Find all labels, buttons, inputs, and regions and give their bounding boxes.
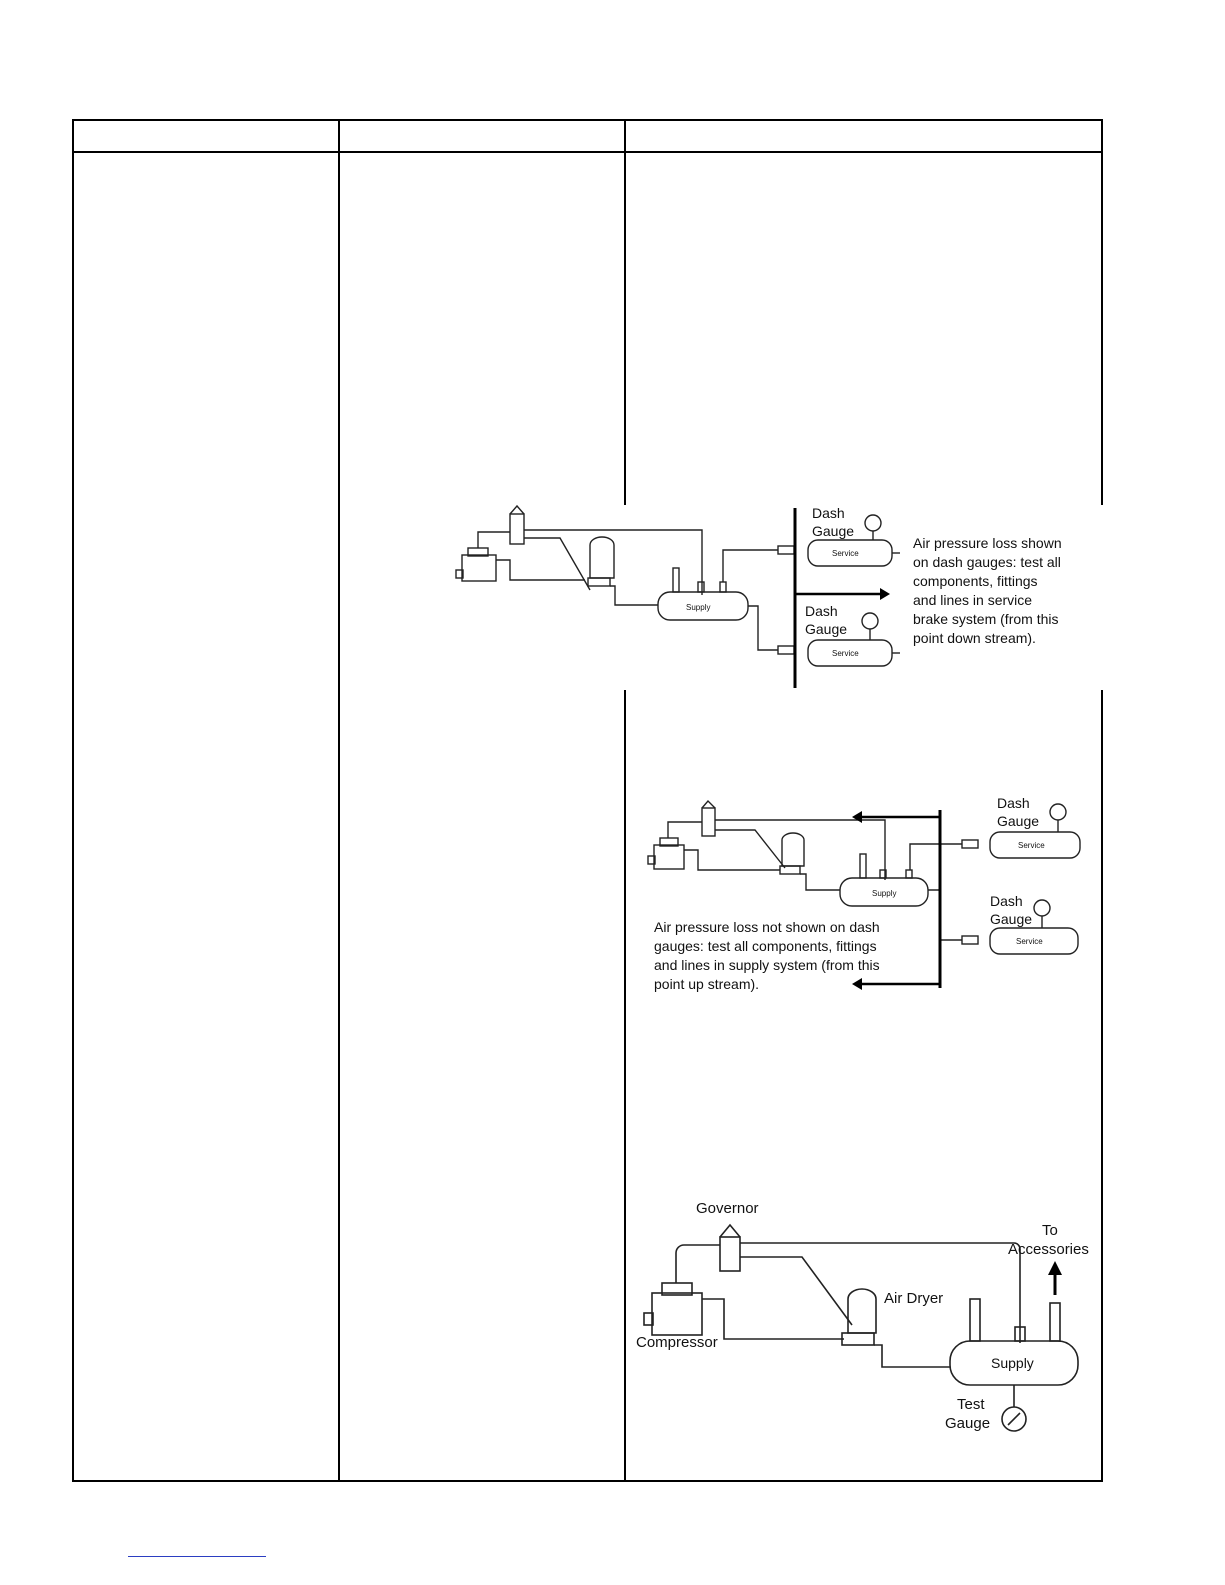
column-divider-2	[624, 121, 626, 1480]
service-caption-line6: point down stream).	[913, 630, 1036, 646]
governor-icon	[701, 807, 716, 837]
governor-icon	[719, 1236, 741, 1272]
dash-gauge-2-label-line2: Gauge	[990, 911, 1032, 927]
test-gauge-icon	[1001, 1406, 1027, 1432]
figure-service-test: Dash Gauge Dash Gauge Service Service Su…	[440, 500, 1105, 695]
dash-gauge-2-label-line1: Dash	[805, 603, 838, 619]
test-gauge-label-line2: Gauge	[945, 1415, 990, 1432]
service-caption-line1: Air pressure loss shown	[913, 535, 1062, 551]
compressor-icon	[651, 1292, 703, 1336]
supply-tank-label: Supply	[991, 1355, 1034, 1371]
air-dryer-label: Air Dryer	[884, 1290, 943, 1307]
air-dryer-icon	[589, 536, 615, 579]
table-header-divider	[74, 151, 1101, 153]
air-dryer-icon	[781, 832, 805, 867]
compressor-icon	[653, 844, 685, 870]
service-caption-line4: and lines in service	[913, 592, 1032, 608]
footer-link-underline	[128, 1556, 266, 1557]
figure-service-test-background	[440, 505, 1105, 690]
figure-components: Governor To Accessories Air Dryer Compre…	[632, 1195, 1100, 1445]
service-caption-line2: on dash gauges: test all	[913, 554, 1061, 570]
supply-tank-label: Supply	[686, 603, 710, 612]
dash-gauge-1-label-line1: Dash	[997, 795, 1030, 811]
service-tank-1-label: Service	[1018, 841, 1045, 850]
dash-gauge-2-label-line2: Gauge	[805, 621, 847, 637]
supply-caption-line2: gauges: test all components, fittings	[654, 938, 877, 954]
supply-tank-label: Supply	[872, 889, 896, 898]
dash-gauge-2-icon	[1033, 899, 1051, 917]
test-gauge-label-line1: Test	[957, 1396, 985, 1413]
governor-label: Governor	[696, 1200, 759, 1217]
governor-icon	[509, 513, 525, 545]
arrow-left-icon	[852, 978, 862, 990]
table-header-cell-1	[74, 121, 338, 151]
arrow-up-icon	[1048, 1261, 1062, 1275]
service-caption-line5: brake system (from this	[913, 611, 1058, 627]
service-tank-2-icon	[989, 927, 1079, 955]
to-accessories-label-line1: To	[1042, 1222, 1058, 1239]
arrow-left-icon	[852, 811, 862, 823]
dash-gauge-1-label-line2: Gauge	[812, 523, 854, 539]
table-header-cell-3	[626, 121, 1101, 151]
arrow-right-icon	[880, 588, 890, 600]
dash-gauge-1-icon	[1049, 803, 1067, 821]
service-tank-2-label: Service	[832, 649, 859, 658]
air-dryer-icon	[847, 1288, 877, 1334]
supply-caption-line4: point up stream).	[654, 976, 759, 992]
compressor-label: Compressor	[636, 1334, 718, 1351]
troubleshooting-table	[72, 119, 1103, 1482]
table-header-cell-2	[340, 121, 624, 151]
column-divider-1	[338, 121, 340, 1480]
supply-caption-line1: Air pressure loss not shown on dash	[654, 919, 880, 935]
service-tank-1-label: Service	[832, 549, 859, 558]
service-tank-1-icon	[989, 831, 1081, 859]
to-accessories-label-line2: Accessories	[1008, 1241, 1089, 1258]
compressor-icon	[461, 554, 497, 582]
dash-gauge-1-icon	[864, 514, 882, 532]
figure-supply-test: Dash Gauge Dash Gauge Service Service Su…	[640, 790, 1100, 995]
dash-gauge-2-icon	[861, 612, 879, 630]
dash-gauge-1-label-line2: Gauge	[997, 813, 1039, 829]
service-tank-2-label: Service	[1016, 937, 1043, 946]
dash-gauge-1-label-line1: Dash	[812, 505, 845, 521]
dash-gauge-2-label-line1: Dash	[990, 893, 1023, 909]
supply-caption-line3: and lines in supply system (from this	[654, 957, 880, 973]
service-caption-line3: components, fittings	[913, 573, 1038, 589]
